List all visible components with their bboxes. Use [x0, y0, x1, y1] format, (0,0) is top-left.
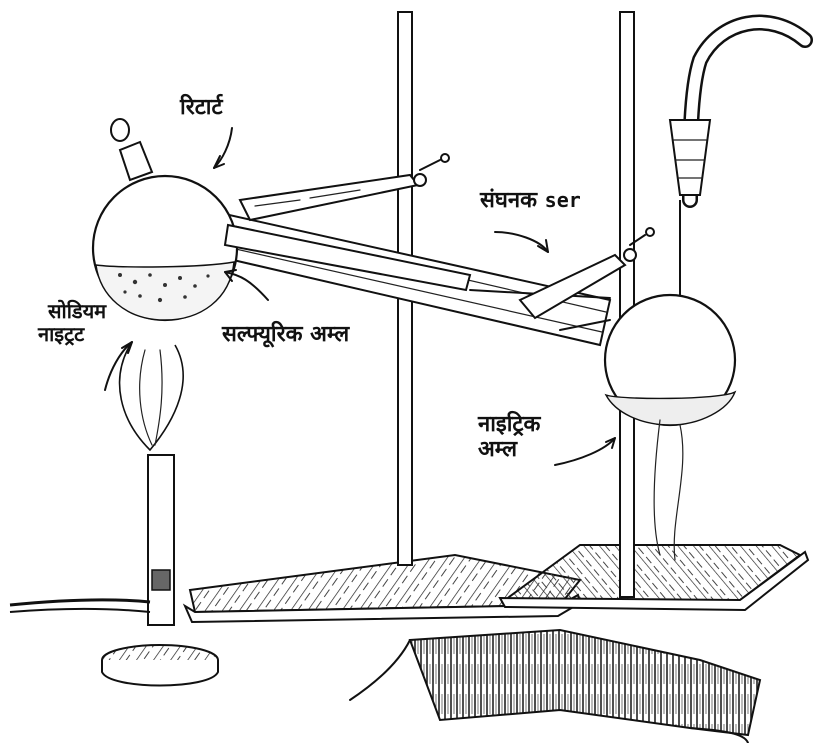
sulphuric-acid-label: सल्फ्यूरिक अम्ल — [222, 322, 349, 347]
right-stand-rod — [620, 12, 634, 597]
gas-tube — [10, 600, 150, 605]
condenser-label: संघनक ser — [480, 188, 581, 213]
sodium-nitrate-line1: सोडियम — [38, 300, 106, 323]
bunsen-burner — [102, 345, 218, 686]
hose-connector — [670, 120, 710, 195]
condenser-label-text: संघनक — [480, 188, 537, 213]
left-clamp — [240, 154, 449, 220]
right-stand-base — [500, 545, 808, 610]
sodium-nitrate-line2: नाइट्रट — [38, 323, 106, 346]
water-trough — [350, 630, 760, 743]
nitric-acid-line1: नाइट्रिक — [478, 412, 540, 437]
retort-label: रिटार्ट — [180, 95, 223, 120]
nitric-acid-label: नाइट्रिक अम्ल — [478, 412, 540, 463]
sodium-nitrate-label: सोडियम नाइट्रट — [38, 300, 106, 346]
nitric-acid-line2: अम्ल — [478, 437, 540, 462]
receiving-flask — [560, 200, 735, 560]
condenser-label-extra: ser — [545, 188, 581, 212]
